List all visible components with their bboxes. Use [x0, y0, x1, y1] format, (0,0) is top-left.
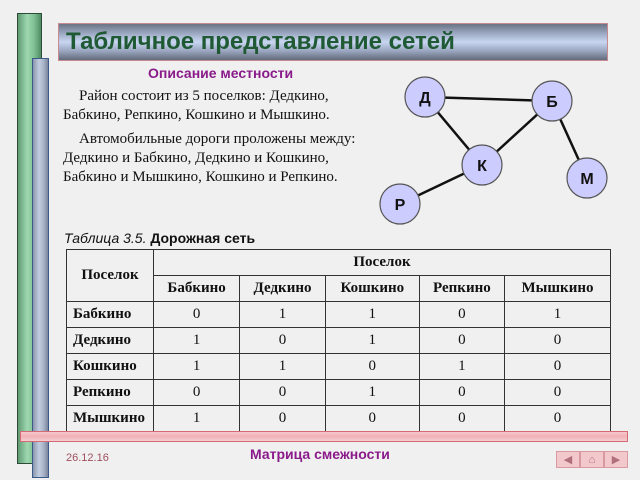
matrix-cell: 0 [504, 405, 611, 432]
matrix-cell: 0 [239, 327, 326, 354]
slide-navigation: ◀ ⌂ ▶ [556, 451, 628, 468]
slide-date: 26.12.16 [66, 452, 109, 464]
group-header: Поселок [153, 249, 611, 276]
graph-node-label: Б [546, 94, 558, 111]
description: Район состоит из 5 поселков: Дедкино, Ба… [63, 87, 383, 192]
matrix-cell: 0 [152, 301, 241, 328]
matrix-cell: 1 [504, 301, 611, 328]
matrix-cell: 0 [418, 379, 506, 406]
graph-node-label: Р [395, 197, 406, 214]
matrix-cell: 0 [239, 405, 326, 432]
matrix-cell: 0 [504, 327, 611, 354]
row-header: Дедкино [66, 327, 154, 354]
matrix-cell: 1 [152, 405, 241, 432]
table-caption-title: Дорожная сеть [150, 230, 256, 246]
prev-slide-button[interactable]: ◀ [556, 451, 580, 468]
section-subtitle: Описание местности [148, 65, 294, 81]
decorative-pink-bar [20, 431, 628, 442]
table-caption-number: Таблица 3.5. [64, 230, 147, 246]
matrix-cell: 1 [324, 379, 420, 406]
matrix-cell: 0 [418, 301, 506, 328]
graph-node: Д [404, 76, 446, 118]
matrix-cell: 1 [152, 353, 241, 380]
row-header: Бабкино [66, 301, 154, 328]
graph-edge [424, 95, 553, 103]
footer-title: Матрица смежности [250, 446, 390, 462]
matrix-cell: 0 [324, 405, 420, 432]
matrix-cell: 1 [239, 353, 326, 380]
graph-node: Б [531, 80, 573, 122]
graph-node-label: К [477, 158, 487, 175]
column-header: Репкино [418, 275, 506, 302]
matrix-cell: 1 [324, 327, 420, 354]
column-header: Дедкино [239, 275, 326, 302]
column-header: Кошкино [324, 275, 420, 302]
page-title: Табличное представление сетей [66, 28, 455, 55]
matrix-cell: 0 [418, 327, 506, 354]
column-header: Бабкино [152, 275, 241, 302]
matrix-cell: 0 [504, 379, 611, 406]
matrix-cell: 1 [418, 353, 506, 380]
graph-node: М [566, 157, 608, 199]
graph-node: Р [379, 183, 421, 225]
column-header: Мышкино [504, 275, 611, 302]
description-paragraph: Район состоит из 5 поселков: Дедкино, Ба… [63, 88, 330, 123]
graph-node-label: М [580, 171, 593, 188]
arrow-left-icon: ◀ [563, 454, 573, 466]
road-network-graph: Д Б К М Р [379, 76, 608, 225]
graph-node: К [461, 144, 503, 186]
corner-header: Поселок [66, 249, 154, 302]
home-slide-button[interactable]: ⌂ [580, 451, 604, 468]
description-paragraph: Автомобильные дороги проложены между: Де… [63, 131, 356, 185]
matrix-cell: 1 [239, 301, 326, 328]
matrix-cell: 1 [152, 327, 241, 354]
title-banner: Табличное представление сетей [58, 23, 608, 61]
decorative-blue-bar [32, 58, 49, 478]
next-slide-button[interactable]: ▶ [604, 451, 628, 468]
matrix-cell: 0 [418, 405, 506, 432]
matrix-cell: 0 [504, 353, 611, 380]
home-icon: ⌂ [588, 453, 596, 466]
matrix-cell: 0 [239, 379, 326, 406]
matrix-cell: 0 [152, 379, 241, 406]
table-caption: Таблица 3.5. Дорожная сеть [64, 230, 255, 246]
arrow-right-icon: ▶ [611, 454, 621, 466]
matrix-cell: 1 [324, 301, 420, 328]
row-header: Мышкино [66, 405, 154, 432]
matrix-cell: 0 [324, 353, 420, 380]
row-header: Репкино [66, 379, 154, 406]
row-header: Кошкино [66, 353, 154, 380]
graph-node-label: Д [419, 90, 431, 107]
